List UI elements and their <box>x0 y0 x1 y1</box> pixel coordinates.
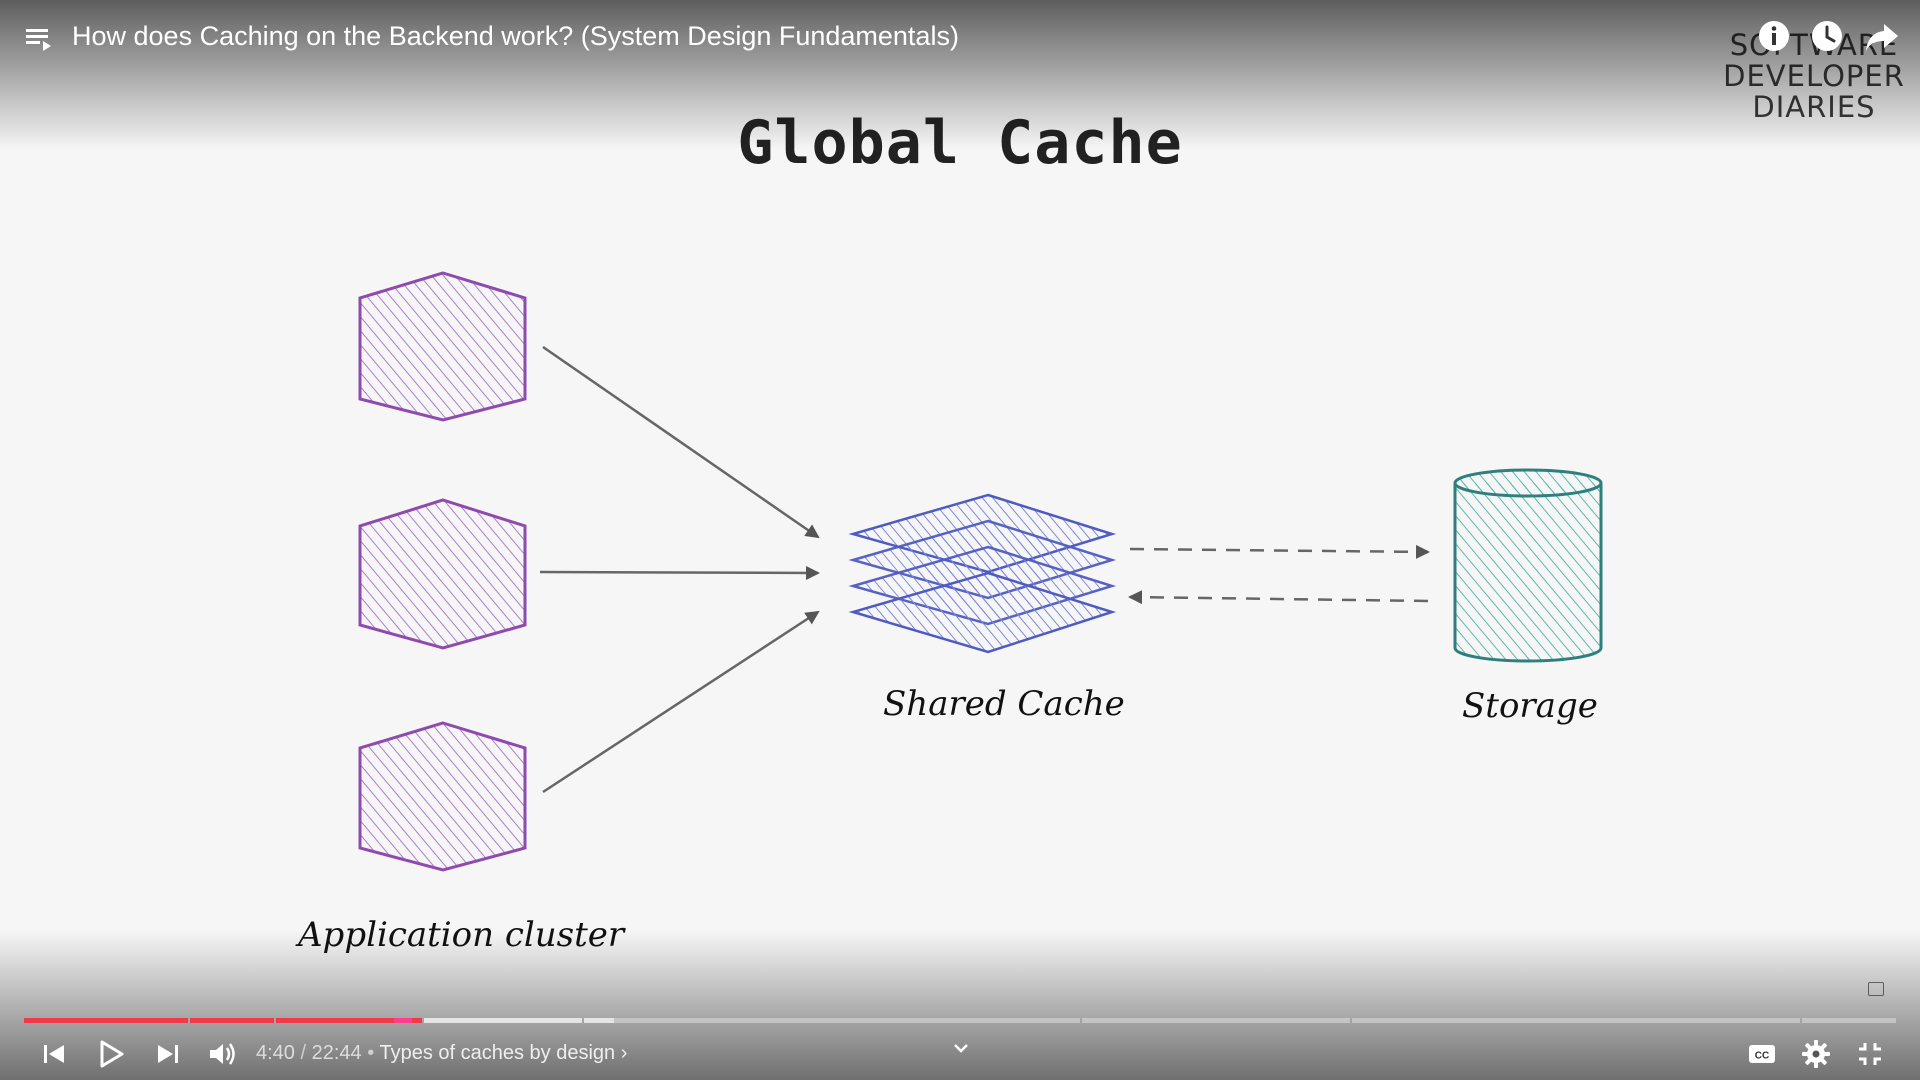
expand-button[interactable] <box>950 1040 972 1056</box>
shared-cache-icon <box>848 493 1117 654</box>
chapter-segment[interactable] <box>1352 1018 1800 1023</box>
play-icon <box>100 1040 124 1068</box>
duration: 22:44 <box>311 1042 362 1064</box>
chevron-down-icon <box>954 1044 968 1053</box>
chevron-right-icon: › <box>620 1042 628 1064</box>
arrow-app2-to-cache <box>539 565 820 580</box>
arrow-app3-to-cache <box>542 610 820 794</box>
playlist-icon <box>26 29 51 51</box>
chapter-segment[interactable] <box>190 1018 274 1023</box>
settings-button[interactable] <box>1796 1034 1836 1074</box>
chapter-segment[interactable] <box>276 1018 422 1023</box>
watermark-line-3: DIARIES <box>1752 90 1876 124</box>
info-button[interactable] <box>1754 16 1794 56</box>
captions-button[interactable]: CC <box>1742 1034 1782 1074</box>
chapter-title-button[interactable]: Types of caches by design › <box>379 1042 627 1064</box>
share-button[interactable] <box>1862 16 1902 56</box>
cc-badge <box>1868 982 1884 996</box>
arrow-storage-to-cache <box>1128 590 1429 605</box>
volume-icon <box>210 1043 235 1065</box>
arrow-cache-to-storage <box>1129 544 1430 559</box>
current-time: 4:40 <box>256 1042 295 1064</box>
chapter-segment[interactable] <box>1802 1018 1896 1023</box>
video-title[interactable]: How does Caching on the Backend work? (S… <box>72 21 959 51</box>
next-icon <box>158 1045 178 1063</box>
progress-hover-mark <box>394 1018 412 1023</box>
chapter-segment[interactable] <box>1082 1018 1350 1023</box>
playlist-button[interactable] <box>22 20 58 56</box>
previous-icon <box>44 1045 64 1063</box>
app-node-1 <box>358 271 527 422</box>
chapter-segment[interactable] <box>424 1018 582 1023</box>
app-node-3 <box>358 721 527 872</box>
svg-text:CC: CC <box>1755 1051 1769 1062</box>
shared-cache-label: Shared Cache <box>883 684 1125 724</box>
chapter-segment[interactable] <box>24 1018 188 1023</box>
play-button[interactable] <box>90 1034 130 1074</box>
settings-icon <box>1802 1040 1830 1068</box>
exit-fullscreen-button[interactable] <box>1850 1034 1890 1074</box>
time-display: 4:40 / 22:44 • Types of caches by design… <box>256 1040 627 1066</box>
watermark-line-2: DEVELOPER <box>1723 59 1905 93</box>
storage-label: Storage <box>1462 686 1598 726</box>
storage-icon <box>1453 468 1603 663</box>
slide-title: Global Cache <box>737 108 1183 178</box>
captions-icon: CC <box>1749 1045 1775 1063</box>
chapter-dot: • <box>367 1042 375 1064</box>
progress-bar[interactable] <box>24 1018 1896 1024</box>
time-separator: / <box>294 1042 312 1064</box>
volume-button[interactable] <box>202 1034 242 1074</box>
share-icon <box>1866 24 1898 51</box>
arrow-app1-to-cache <box>542 345 820 539</box>
app-node-2 <box>358 498 527 650</box>
watch-later-button[interactable] <box>1807 16 1847 56</box>
previous-button[interactable] <box>34 1034 74 1074</box>
chapter-title: Types of caches by design <box>379 1042 616 1064</box>
chapter-segment[interactable] <box>584 1018 1080 1023</box>
app-cluster-label: Application cluster <box>298 915 625 955</box>
info-icon <box>1759 21 1789 51</box>
next-button[interactable] <box>148 1034 188 1074</box>
watch-later-icon <box>1812 21 1842 51</box>
exit-fullscreen-icon <box>1859 1043 1881 1065</box>
